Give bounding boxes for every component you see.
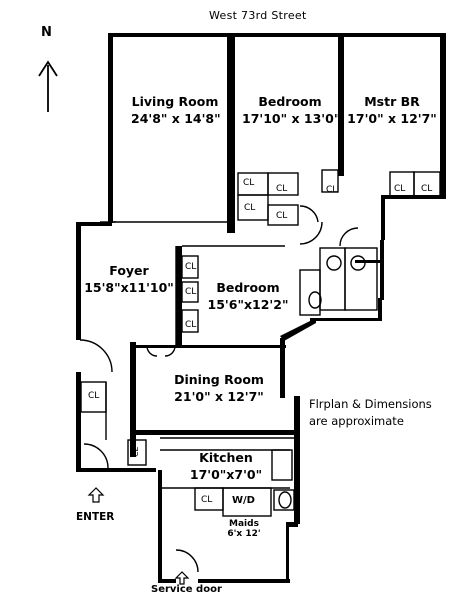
closet-label: CL	[185, 287, 197, 297]
north-arrow-icon	[38, 60, 58, 112]
enter-arrow-icon	[87, 487, 105, 503]
compass-label: N	[41, 25, 52, 40]
dining-room-label: Dining Room 21'0" x 12'7"	[174, 372, 264, 404]
closet-label: CL	[421, 184, 433, 194]
bedroom-2-label: Bedroom 15'6"x12'2"	[207, 280, 289, 312]
closet-label: CL	[185, 262, 197, 272]
closet-label: CL	[88, 391, 100, 401]
enter-label: ENTER	[76, 511, 115, 523]
approximate-note: Flrplan & Dimensions are approximate	[309, 397, 432, 428]
closet-label: CL	[243, 178, 255, 188]
closet-label: CL	[394, 184, 406, 194]
closet-label: CL	[276, 184, 288, 194]
master-bedroom-label: Mstr BR 17'0" x 12'7"	[347, 94, 437, 126]
street-label: West 73rd Street	[209, 9, 307, 22]
living-room-label: Living Room 24'8" x 14'8"	[131, 94, 221, 126]
maids-room-label: Maids 6'x 12'	[227, 519, 261, 539]
closet-label: CL	[185, 320, 197, 330]
service-door-label: Service door	[151, 584, 222, 595]
foyer-label: Foyer 15'8"x11'10"	[84, 263, 174, 295]
closet-label: CL	[276, 211, 288, 221]
thin-walls	[79, 169, 441, 573]
service-door-arrow-icon	[174, 571, 190, 585]
bedroom-label: Bedroom 17'10" x 13'0"	[242, 94, 341, 126]
closet-label: CL	[201, 495, 213, 505]
closet-label: CL	[131, 446, 141, 458]
kitchen-label: Kitchen 17'0"x7'0"	[189, 450, 263, 482]
closet-label: CL	[244, 203, 256, 213]
washer-dryer-label: W/D	[232, 495, 255, 506]
thick-walls	[76, 33, 446, 583]
closet-label: CL	[326, 185, 338, 195]
